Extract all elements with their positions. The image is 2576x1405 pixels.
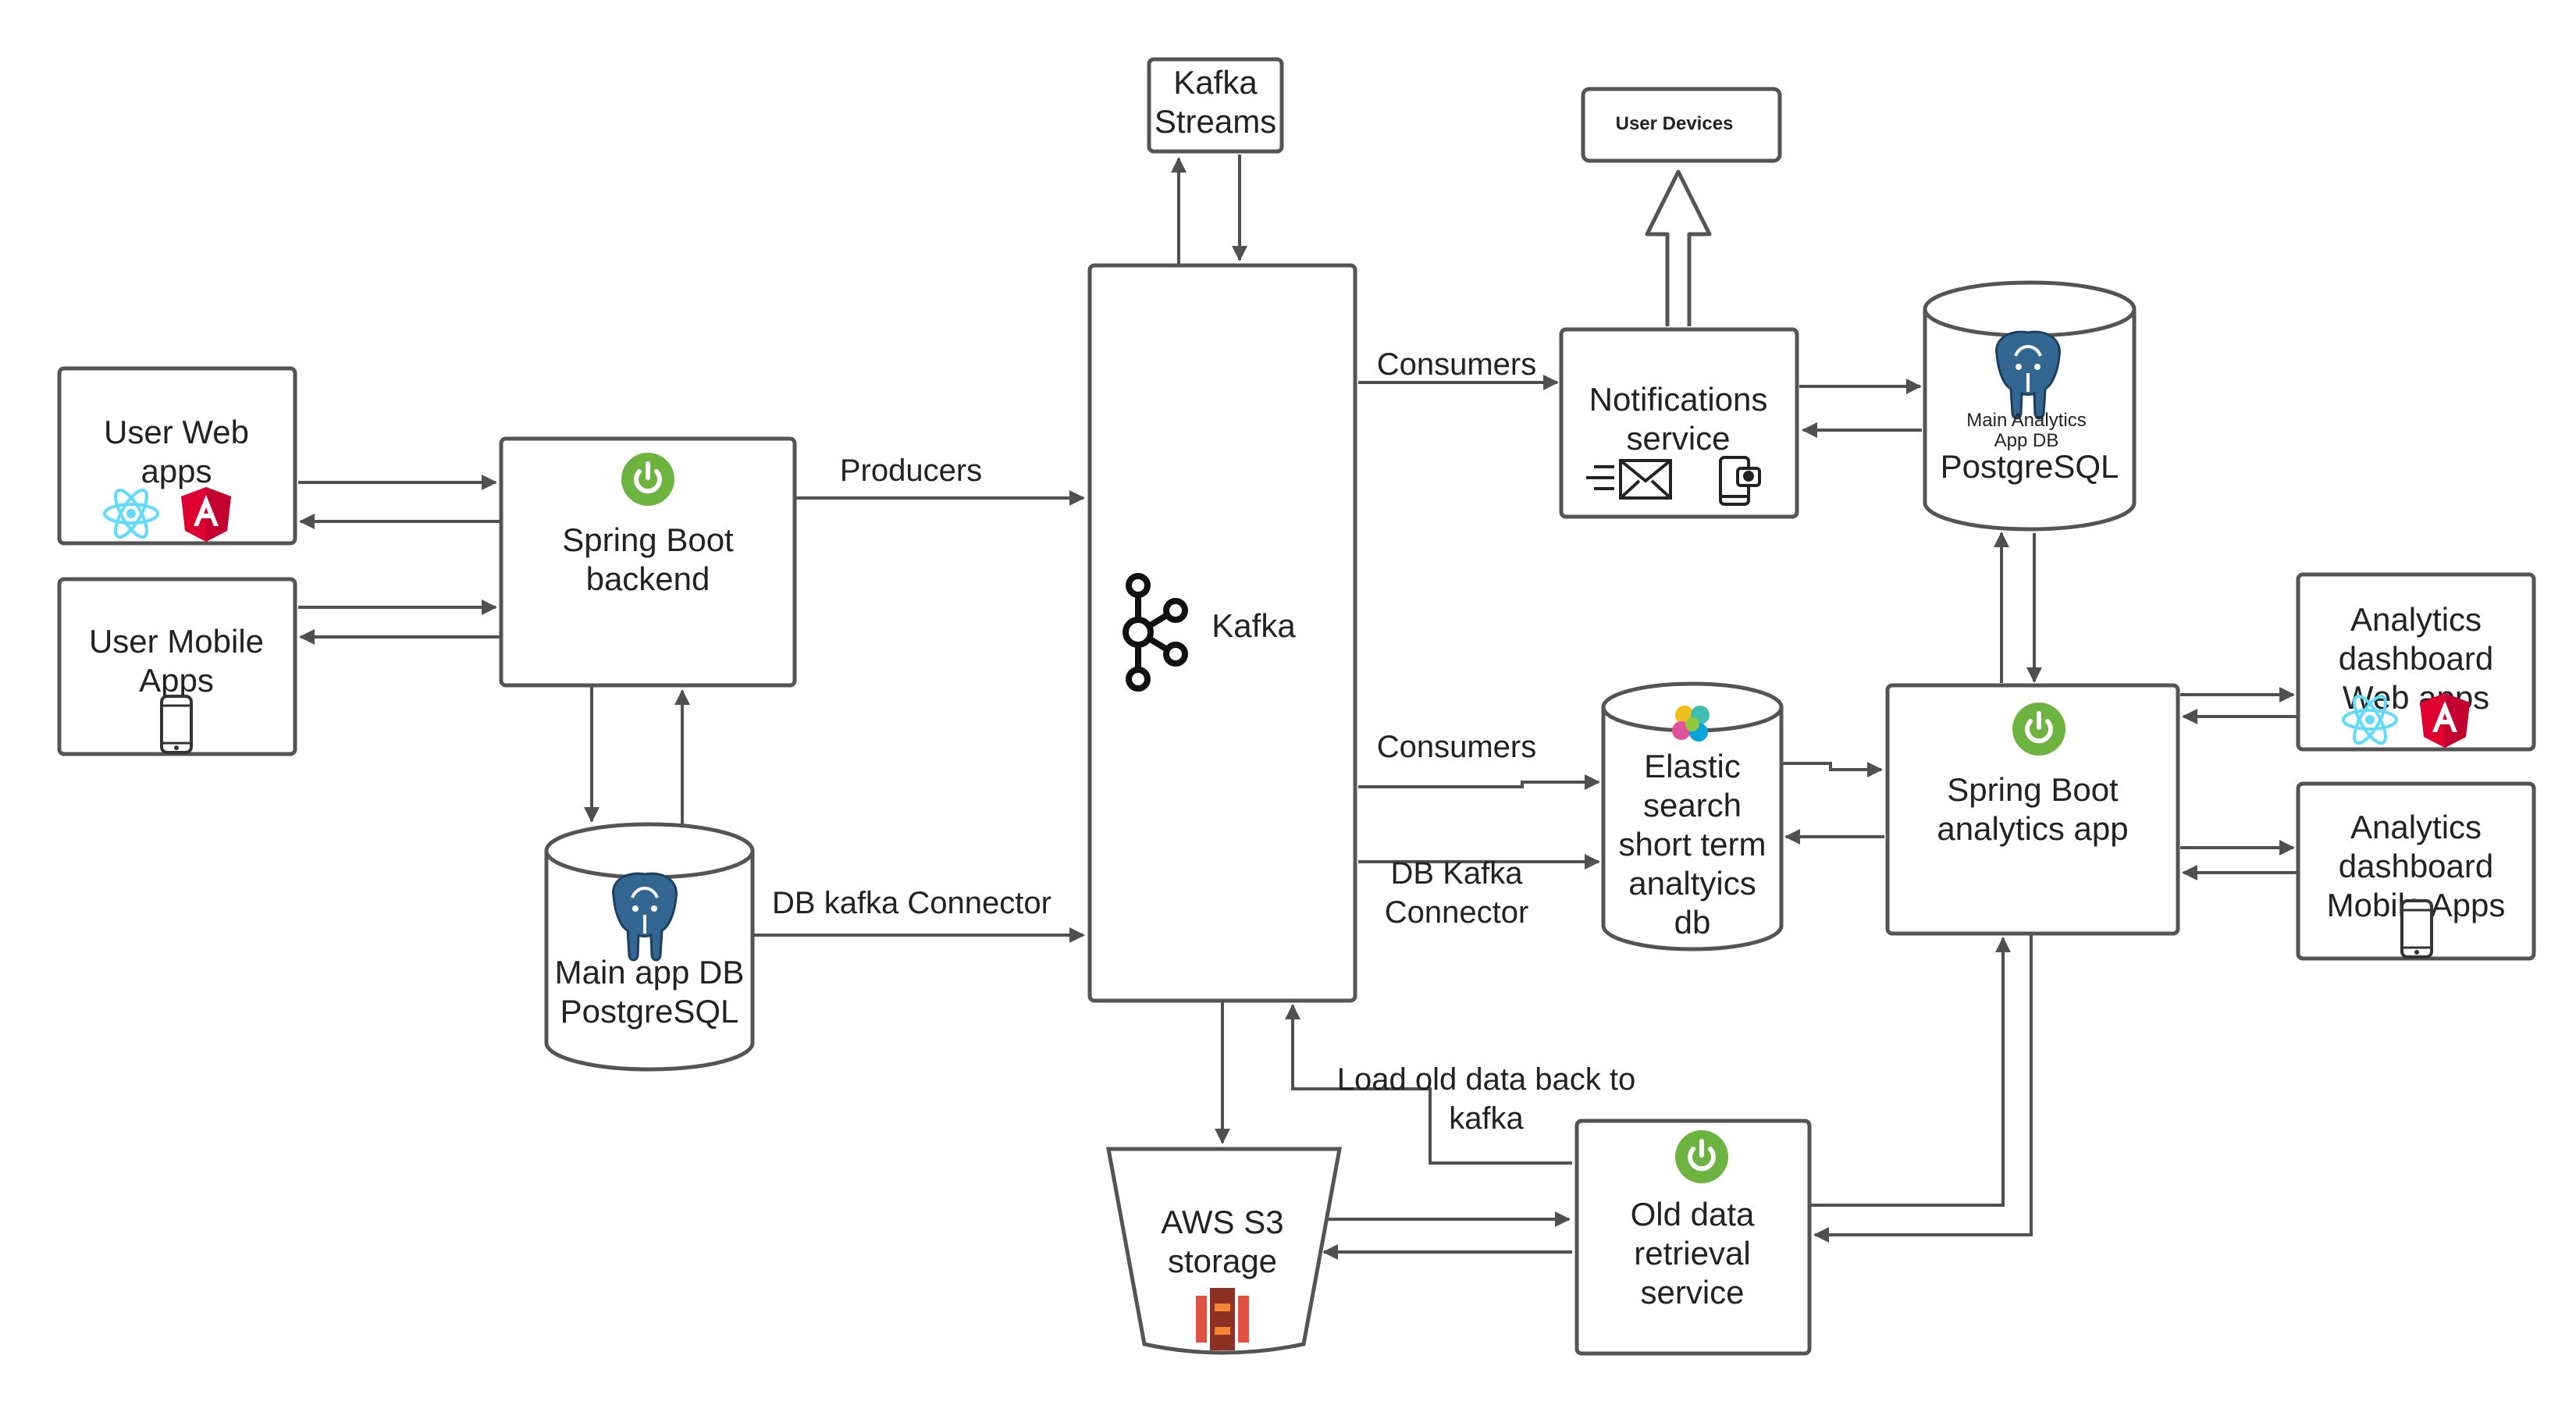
node-label: dashboard: [2339, 640, 2494, 677]
edge-notif-to-devices: [1645, 169, 1712, 326]
node-elastic-search: Elastic search short term analtyics db: [1601, 681, 1784, 951]
smartphone-icon: [2400, 899, 2433, 959]
node-label: dashboard: [2339, 848, 2494, 884]
spring-power-icon: [1675, 1130, 1728, 1183]
node-old-data-retrieval: Old data retrieval service: [1574, 1119, 1812, 1356]
node-label: Analytics: [2350, 601, 2482, 638]
node-analytics-dashboard-mobile: Analytics dashboard Mobile Apps: [2296, 781, 2536, 961]
label-consumers-mid: Consumers: [1377, 730, 1537, 764]
node-label: analytics app: [1937, 810, 2128, 847]
node-label: service: [1640, 1274, 1744, 1311]
node-aws-s3: AWS S3 storage: [1105, 1147, 1343, 1355]
node-label: Analytics: [2350, 809, 2482, 845]
node-label: db: [1674, 904, 1711, 941]
label-consumers-top: Consumers: [1377, 347, 1537, 382]
node-label: Spring Boot: [1947, 771, 2119, 808]
node-label: Main app DB: [555, 954, 745, 991]
edge-olddata-to-analytics: [1811, 937, 2011, 1207]
node-label: User Devices: [1616, 113, 1734, 134]
node-main-app-db: Main app DB PostgreSQL: [544, 822, 755, 1072]
node-label: backend: [586, 560, 710, 597]
node-label: Main Analytics: [1966, 410, 2086, 431]
label-db-connector-es-1: DB Kafka: [1391, 856, 1524, 891]
node-analytics-db: Main Analytics App DB PostgreSQL: [1923, 280, 2137, 532]
node-label: Old data: [1631, 1196, 1755, 1232]
edge-kafka-consumers-es: [1358, 774, 1600, 790]
node-label: Elastic: [1644, 748, 1741, 784]
spring-power-icon: [2012, 702, 2065, 756]
node-label: Streams: [1155, 103, 1276, 140]
node-label: service: [1626, 420, 1730, 457]
node-user-mobile-apps: User Mobile Apps: [57, 577, 297, 756]
node-kafka-streams: Kafka Streams: [1147, 57, 1284, 154]
node-label: User Mobile: [89, 623, 264, 660]
node-label: Kafka: [1212, 607, 1296, 644]
edge-es-to-analytics: [1782, 762, 1883, 777]
elasticsearch-logo-icon: [1672, 706, 1710, 742]
node-label: Apps: [139, 662, 214, 699]
node-label: App DB: [1994, 430, 2059, 451]
email-send-icon: [1586, 459, 1672, 500]
node-label: search: [1643, 787, 1742, 823]
node-label: retrieval: [1634, 1235, 1750, 1272]
node-label: analtyics: [1628, 865, 1756, 902]
push-notification-icon: [1719, 456, 1761, 506]
node-analytics-dashboard-web: Analytics dashboard Web apps: [2296, 572, 2536, 752]
node-label: Notifications: [1589, 381, 1768, 418]
node-notifications-service: Notifications service: [1559, 327, 1799, 519]
node-user-web-apps: User Web apps: [57, 366, 297, 546]
node-label: PostgreSQL: [560, 993, 739, 1030]
kafka-logo-icon: [1123, 573, 1188, 692]
node-label: storage: [1168, 1243, 1277, 1279]
node-kafka: Kafka: [1087, 263, 1357, 1003]
smartphone-icon: [160, 695, 193, 754]
node-spring-boot-analytics: Spring Boot analytics app: [1885, 683, 2180, 936]
label-db-connector: DB kafka Connector: [772, 886, 1051, 920]
label-load-old-data-1: Load old data back to: [1337, 1062, 1636, 1097]
node-label: PostgreSQL: [1941, 448, 2119, 485]
node-label: apps: [141, 453, 212, 489]
edge-analytics-to-olddata: [1813, 934, 2033, 1243]
node-label: AWS S3: [1161, 1204, 1283, 1240]
spring-power-icon: [621, 453, 674, 506]
node-label: User Web: [104, 414, 249, 450]
node-label: short term: [1618, 826, 1766, 863]
label-producers: Producers: [840, 454, 982, 488]
edge-load-old-data: [1285, 1004, 1572, 1165]
node-user-devices: User Devices: [1581, 87, 1782, 163]
node-label: Spring Boot: [562, 521, 734, 558]
label-db-connector-es-2: Connector: [1385, 895, 1529, 930]
node-spring-boot-backend: Spring Boot backend: [499, 436, 797, 688]
label-load-old-data-2: kafka: [1449, 1101, 1524, 1136]
edges: [298, 155, 2297, 1260]
aws-s3-icon: [1196, 1288, 1249, 1350]
node-label: Kafka: [1173, 64, 1258, 101]
